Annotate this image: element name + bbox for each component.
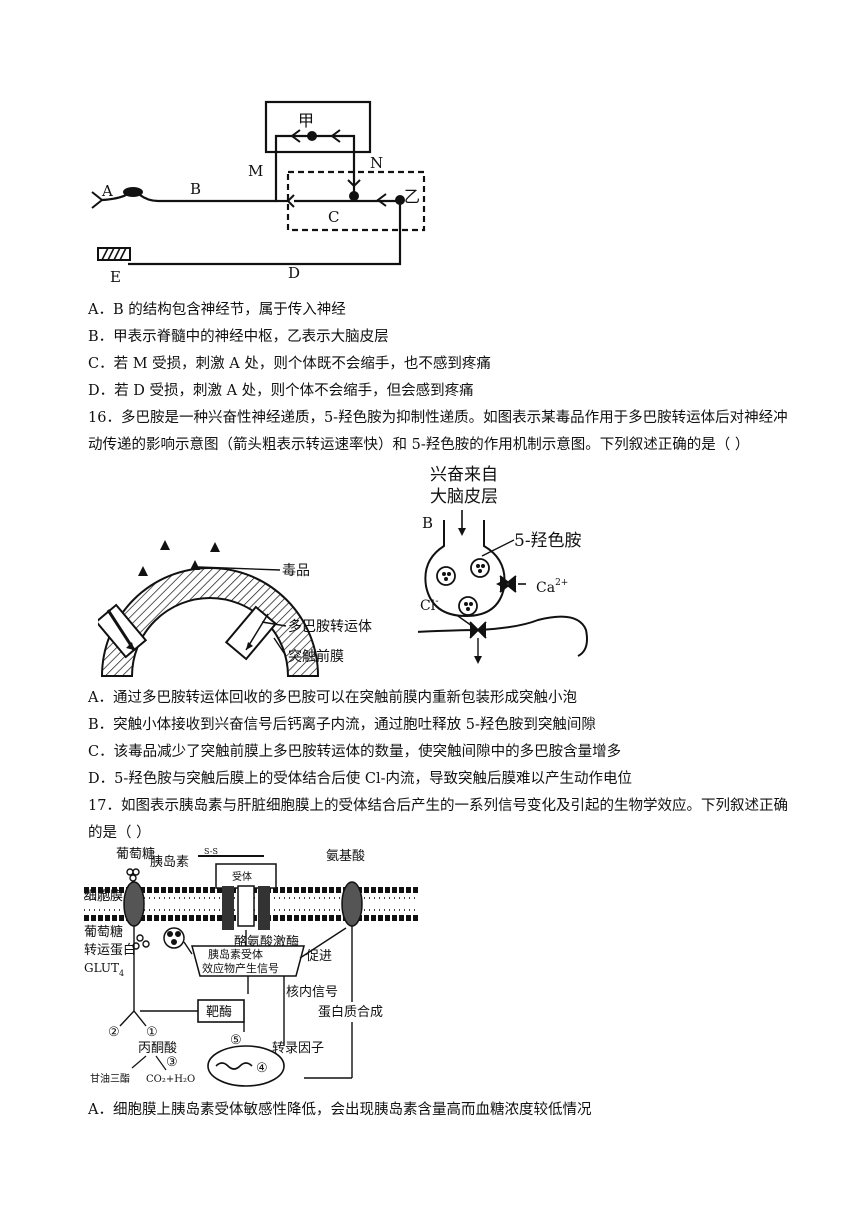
target-enzyme-label: 靶酶 xyxy=(206,1004,232,1020)
label-n: N xyxy=(370,154,383,172)
promote-label: 促进 xyxy=(306,949,332,964)
insulin-receptor xyxy=(215,863,277,930)
q16-stem-line2: 动传递的影响示意图（箭头粗表示转运速率快）和 5-羟色胺的作用机制示意图。下列叙… xyxy=(88,437,750,453)
label-yi: 乙 xyxy=(404,187,420,206)
q16-option-c: C．该毒品减少了突触前膜上多巴胺转运体的数量，使突触间隙中的多巴胺含量增多 xyxy=(88,744,622,760)
glut-label-line1: 葡萄糖 xyxy=(84,924,123,940)
q17-stem-line2: 的是（ ） xyxy=(88,825,151,841)
q16-option-a: A．通过多巴胺转运体回收的多巴胺可以在突触前膜内重新包装形成突触小泡 xyxy=(88,690,577,706)
transcription-factor-label: 转录因子 xyxy=(272,1041,324,1056)
insulin-label: 胰岛素 xyxy=(150,854,189,870)
label-c: C xyxy=(328,208,339,226)
serotonin-label: 5-羟色胺 xyxy=(514,531,582,551)
postsynaptic-membrane xyxy=(418,615,588,657)
protein-synthesis-label: 蛋白质合成 xyxy=(318,1004,383,1020)
co2-h2o-label: CO₂+H₂O xyxy=(146,1074,195,1085)
q16-option-b: B．突触小体接收到兴奋信号后钙离子内流，通过胞吐释放 5-羟色胺到突触间隙 xyxy=(88,717,596,733)
presynaptic-membrane-label: 突触前膜 xyxy=(288,648,344,665)
step-1: ① xyxy=(146,1025,158,1040)
axon-terminal xyxy=(424,520,506,618)
glut4-transporter xyxy=(123,881,145,927)
label-jia: 甲 xyxy=(298,111,314,130)
nuclear-signal-label: 核内信号 xyxy=(286,984,338,1000)
label-e: E xyxy=(110,268,121,286)
q15-option-a: A．B 的结构包含神经节，属于传入神经 xyxy=(88,302,346,318)
q15-option-d: D．若 D 受损，刺激 A 处，则个体不会缩手，但会感到疼痛 xyxy=(88,383,474,399)
glut-label-line2: 转运蛋白 xyxy=(84,942,136,958)
q17-stem-line1: 17．如图表示胰岛素与肝脏细胞膜上的受体结合后产生的一系列信号变化及引起的生物学… xyxy=(88,798,788,814)
dopamine-transporter-diagram: 毒品 多巴胺转运体 突触前膜 xyxy=(98,540,372,677)
reflex-arc-diagram: A B M N 甲 C 乙 D E xyxy=(91,100,426,286)
receptor-label: 受体 xyxy=(232,871,252,883)
label-b: B xyxy=(190,180,201,198)
presynaptic-membrane xyxy=(100,567,320,677)
effector-e xyxy=(97,247,131,261)
effector-line1: 胰岛素受体 xyxy=(208,947,263,961)
q17-option-a: A．细胞膜上胰岛素受体敏感性降低，会出现胰岛素含量高而血糖浓度较低情况 xyxy=(88,1102,592,1118)
label-b-right: B xyxy=(422,514,433,532)
label-m: M xyxy=(248,162,263,180)
insulin-signaling-diagram: S-S 葡萄糖 胰岛素 受体 氨基酸 细胞膜 酪氨酸激酶 葡萄糖 转运蛋白 GL… xyxy=(84,846,418,1087)
excitation-source-line2: 大脑皮层 xyxy=(430,487,498,507)
triglyceride-label: 甘油三酯 xyxy=(90,1072,130,1085)
glut4-label: GLUT4 xyxy=(84,961,124,978)
disulfide-label: S-S xyxy=(204,847,218,856)
toxin-label: 毒品 xyxy=(282,563,310,579)
transporter-label: 多巴胺转运体 xyxy=(288,618,372,635)
serotonin-mechanism-diagram: 兴奋来自 大脑皮层 B Ca2+ 5-羟色胺 Cl- xyxy=(418,465,588,664)
q15-option-b: B．甲表示脊髓中的神经中枢，乙表示大脑皮层 xyxy=(88,329,389,345)
glucose-label: 葡萄糖 xyxy=(116,846,155,862)
q16-option-d: D．5-羟色胺与突触后膜上的受体结合后使 Cl-内流，导致突触后膜难以产生动作电… xyxy=(88,771,632,787)
chloride-label: Cl- xyxy=(420,596,439,614)
label-a: A xyxy=(101,182,113,200)
nucleus xyxy=(207,1045,285,1087)
box-yi xyxy=(286,170,426,232)
step-2: ② xyxy=(108,1025,120,1040)
amino-acid-label: 氨基酸 xyxy=(326,849,365,864)
transporter-left xyxy=(98,603,148,659)
box-jia xyxy=(264,100,372,154)
step-5: ⑤ xyxy=(230,1033,242,1048)
cell-membrane-label: 细胞膜 xyxy=(84,889,123,904)
q16-stem-line1: 16．多巴胺是一种兴奋性神经递质，5-羟色胺为抑制性递质。如图表示某毒品作用于多… xyxy=(88,410,788,426)
transporter-right xyxy=(224,605,278,661)
amino-acid-transporter xyxy=(341,881,363,927)
pyruvate-label: 丙酮酸 xyxy=(138,1041,177,1056)
effector-line2: 效应物产生信号 xyxy=(202,961,279,975)
calcium-label: Ca2+ xyxy=(536,578,568,596)
step-3: ③ xyxy=(166,1055,178,1070)
excitation-source-line1: 兴奋来自 xyxy=(430,465,498,485)
q15-option-c: C．若 M 受损，刺激 A 处，则个体既不会缩手，也不感到疼痛 xyxy=(88,356,491,372)
label-d: D xyxy=(288,264,300,282)
step-4: ④ xyxy=(256,1061,268,1076)
